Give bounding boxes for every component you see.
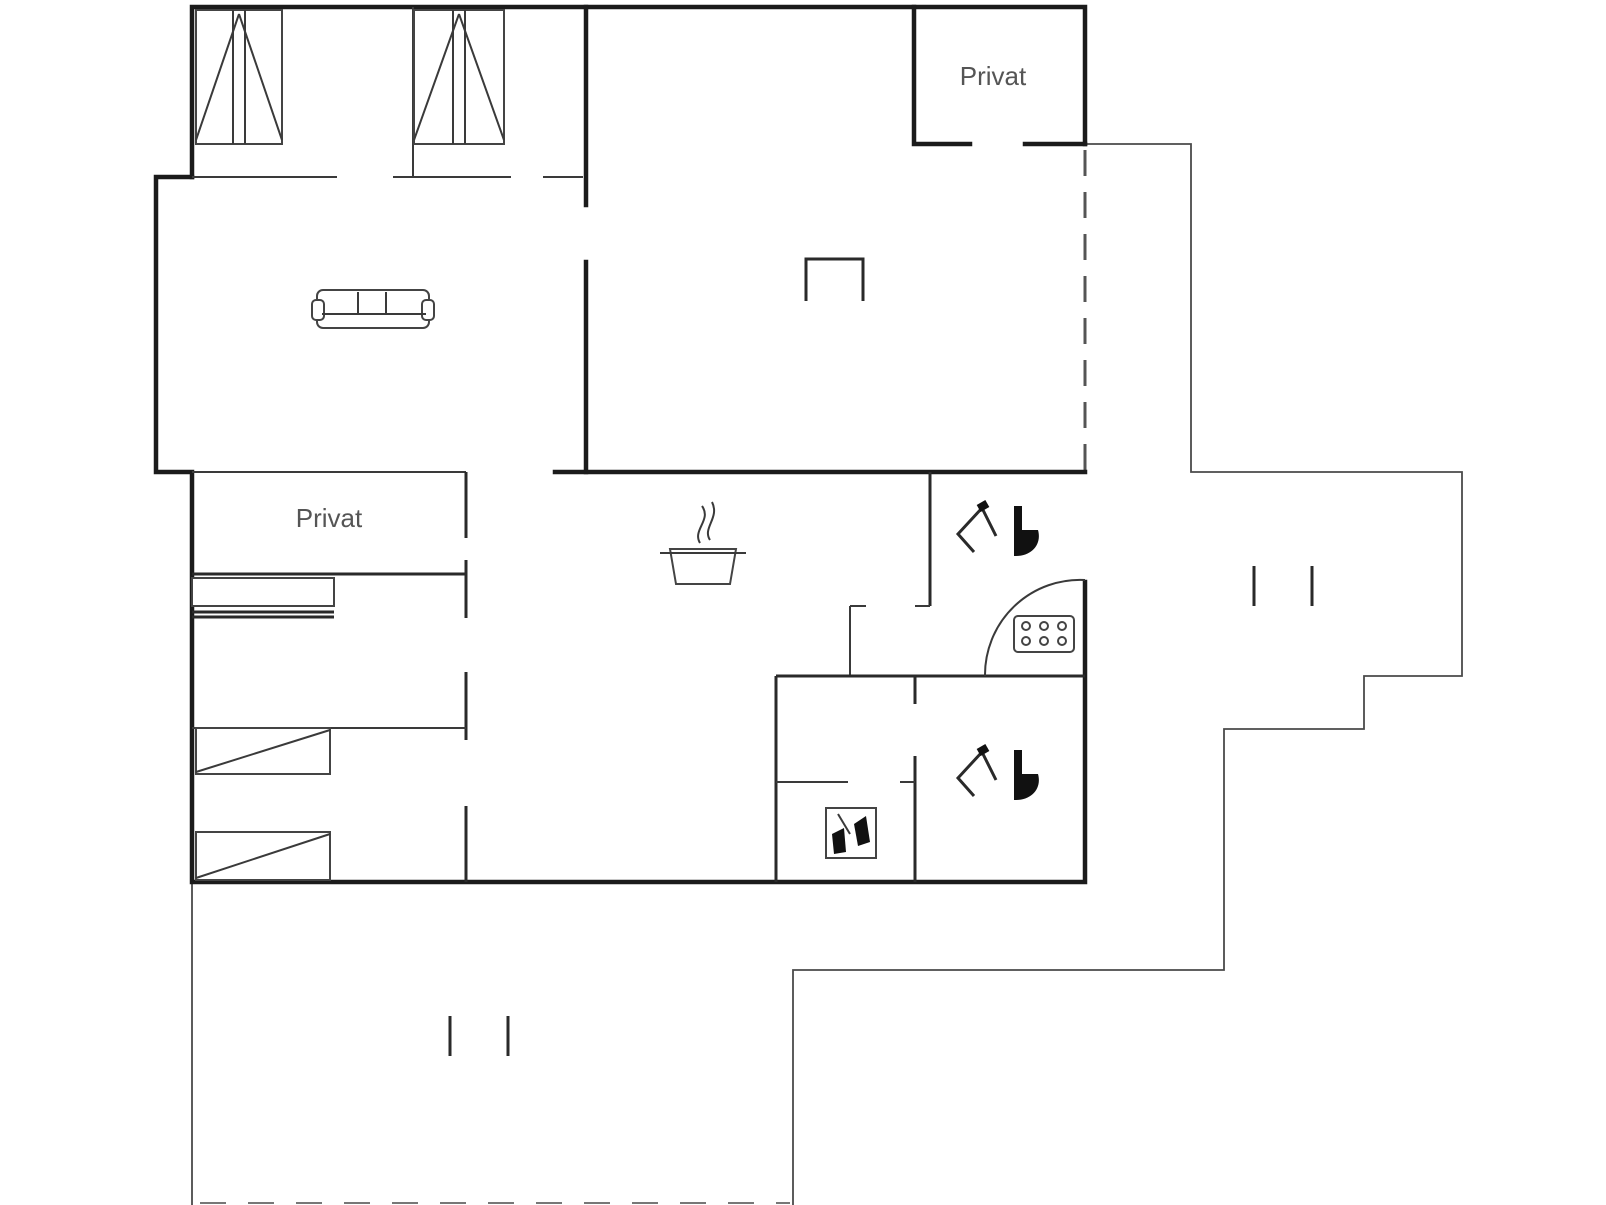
outer-wall-main [189,4,1088,180]
private-room-label: Privat [296,503,363,533]
storage-shelves [191,577,335,619]
shower-icon [1013,615,1075,653]
terrace-outlines [191,143,1463,1205]
sofa-icon [311,289,435,329]
table-icon [804,257,865,301]
toilet-icon [955,744,1039,800]
bed-icon [195,9,283,145]
toilet-icon [955,500,1039,556]
stairs-icon [195,727,331,881]
terrace-marker-icon [448,1016,510,1056]
interior-walls [192,4,1088,882]
bed-icon [413,9,505,145]
private-room-label: Privat [960,61,1027,91]
terrace-marker-icon [1252,566,1314,606]
cooking-pot-icon [660,501,746,585]
terrace-right-outline [792,143,1463,1205]
washing-machine-icon [825,807,877,859]
